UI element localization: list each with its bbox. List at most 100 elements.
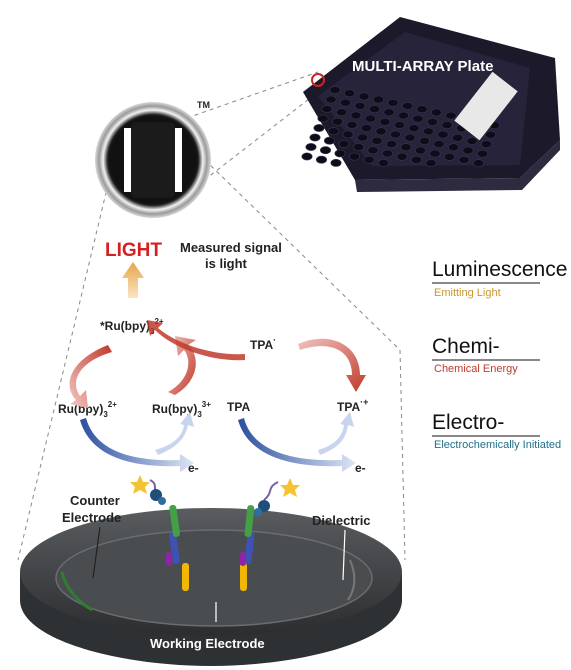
plate-well (445, 111, 457, 120)
tpa-label: TPA (227, 400, 250, 414)
working-electrode-label: Working Electrode (150, 636, 265, 651)
plate-well (404, 133, 416, 142)
ruthenium-3plus: Ru(bpy)33+ (152, 400, 211, 419)
plate-well (319, 146, 331, 155)
counter-electrode-line1: Counter (70, 493, 120, 508)
plate-well (338, 139, 350, 148)
tpa-cation-sup: ·+ (360, 397, 368, 407)
plate-well (385, 140, 397, 148)
legend-chemi-subtitle: Chemical Energy (434, 363, 518, 375)
plate-well (441, 121, 453, 129)
plate-well (354, 102, 366, 110)
ru2-prefix: Ru(bpy) (58, 402, 103, 416)
plate-well (429, 149, 441, 158)
plate-well (375, 127, 387, 136)
plate-well (360, 124, 372, 133)
plate-well (462, 146, 474, 155)
plate-well (339, 98, 351, 107)
blue-arrow-left-up (155, 412, 194, 455)
tpa-radical: TPA· (250, 335, 276, 352)
excited-ru-prefix: *Ru(bpy) (100, 319, 150, 333)
plate-well (331, 117, 343, 126)
plate-well (410, 155, 422, 164)
ru3-prefix: Ru(bpy) (152, 402, 197, 416)
plate-well (412, 114, 424, 123)
plate-well (430, 108, 442, 117)
plate-well (330, 158, 342, 167)
plate-well (350, 111, 362, 120)
plate-well (309, 133, 321, 142)
plate-well (372, 95, 384, 104)
plate-well (301, 152, 313, 161)
plate-well (387, 98, 399, 107)
plate-well (381, 149, 393, 158)
plate-well (443, 152, 455, 161)
excited-ru-sup: 2+ (154, 317, 163, 326)
tpa-cation-text: TPA (337, 400, 360, 414)
plate-well (458, 156, 470, 164)
plate-well (416, 105, 428, 114)
plate-well (327, 127, 339, 136)
tpa-radical-sup: · (273, 335, 276, 345)
svg-text:Ru(bpy)33+: Ru(bpy)33+ (152, 400, 211, 419)
plate-well (401, 102, 413, 110)
electron-right-label: e- (355, 461, 366, 475)
projection-lines (17, 71, 406, 561)
star-label-right-icon (280, 478, 300, 497)
red-arrow-tpa-to-ru (147, 320, 245, 361)
plate-well (363, 155, 375, 164)
barcode-label (454, 71, 518, 141)
legend-electro-subtitle: Electrochemically Initiated (434, 439, 561, 451)
plate-well (364, 114, 376, 123)
tpa-radical-text: TPA (250, 338, 273, 352)
light-arrow (122, 262, 144, 298)
highlighted-well (311, 73, 325, 87)
counter-electrode-line2: Electrode (62, 510, 121, 525)
plate-well (343, 89, 355, 98)
plate-well (317, 114, 329, 123)
plate-well (383, 108, 395, 117)
trademark-label: TM (197, 100, 210, 110)
ru3-sup: 3+ (202, 400, 211, 409)
plate-well (321, 105, 333, 113)
red-arrow-left-cycle (69, 345, 112, 408)
plate-well (371, 136, 383, 145)
plate-well (437, 130, 449, 139)
plate-well (346, 121, 358, 129)
zoomed-well: TM (95, 100, 211, 218)
plate-well (447, 143, 459, 152)
plate-well (348, 152, 360, 161)
plate-well (367, 146, 379, 155)
plate-well (425, 159, 437, 167)
plate-well (323, 136, 335, 145)
ru3-sub: 3 (197, 410, 202, 419)
red-arrow-top-cycle (168, 336, 196, 395)
plate-well (466, 137, 478, 145)
plate-well (389, 130, 401, 139)
electron-left-label: e- (188, 461, 199, 475)
plate-well (400, 143, 412, 152)
plate-title: MULTI-ARRAY Plate (352, 58, 493, 75)
measured-signal-line2: is light (205, 256, 248, 271)
plate-well (480, 140, 492, 149)
plate-well (325, 95, 337, 104)
plate-well (342, 130, 354, 139)
plate-well (377, 159, 389, 167)
dielectric-pointer (342, 529, 346, 581)
plate-well (393, 121, 405, 129)
ru2-sub: 3 (103, 410, 108, 419)
plate-well (335, 108, 347, 117)
plate-well (397, 111, 409, 120)
plate-well (408, 124, 420, 133)
plate-well (315, 155, 327, 164)
blue-arrow-right-up (318, 412, 354, 455)
plate-well (451, 133, 463, 142)
svg-text:TPA·+: TPA·+ (337, 397, 368, 414)
legend-chemi-title: Chemi- (432, 335, 500, 358)
antibody-right (240, 478, 300, 591)
legend: Luminescence Emitting Light Chemi- Chemi… (432, 258, 567, 451)
plate-well (352, 143, 364, 151)
plate-well (379, 117, 391, 126)
plate-well (334, 149, 346, 158)
